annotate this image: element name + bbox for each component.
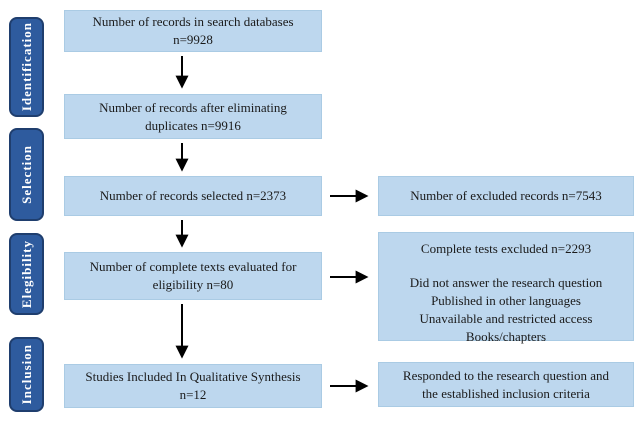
box-records-search-databases: Number of records in search databases n=… — [64, 10, 322, 52]
box-text-line: Books/chapters — [465, 329, 547, 344]
box-text-line: Complete tests excluded n=2293 — [420, 241, 592, 256]
box-text-line: eligibility n=80 — [152, 277, 234, 292]
box-records-selected: Number of records selected n=2373 — [64, 176, 322, 216]
box-text-line: Number of excluded records n=7543 — [410, 188, 602, 203]
stage-label-selection-text: Selection — [18, 145, 34, 204]
box-text-line: n=9928 — [173, 32, 213, 47]
stage-label-selection: Selection — [9, 128, 44, 221]
box-text-line: Did not answer the research question — [409, 275, 603, 290]
stage-label-elegibility: Elegibility — [9, 233, 44, 315]
box-text-line: Number of complete texts evaluated for — [89, 259, 297, 274]
stage-label-elegibility-text: Elegibility — [18, 239, 34, 309]
box-text-line: duplicates n=9916 — [145, 117, 241, 133]
box-studies-included: Studies Included In Qualitative Synthesi… — [64, 364, 322, 408]
stage-label-identification-text: Identification — [18, 22, 34, 112]
box-texts-evaluated: Number of complete texts evaluated for e… — [64, 252, 322, 300]
box-text-line: Unavailable and restricted access — [419, 311, 593, 326]
box-responded-criteria: Responded to the research question and t… — [378, 362, 634, 407]
stage-label-inclusion: Inclusion — [9, 337, 44, 412]
box-exclusion-reasons: Complete tests excluded n=2293 Did not a… — [378, 232, 634, 344]
box-text-line: Responded to the research question and — [402, 367, 610, 383]
stage-label-identification: Identification — [9, 17, 44, 117]
box-text-line: Number of records selected n=2373 — [99, 188, 287, 203]
box-text-line: Number of records after eliminating — [99, 99, 287, 115]
stage-label-inclusion-text: Inclusion — [18, 344, 34, 405]
box-text-line: Published in other languages — [431, 293, 581, 308]
box-text-line: n=12 — [179, 387, 207, 402]
box-text-line: Studies Included In Qualitative Synthesi… — [85, 369, 301, 384]
box-records-after-duplicates: Number of records after eliminating dupl… — [64, 94, 322, 139]
box-excluded-records: Number of excluded records n=7543 — [378, 176, 634, 216]
exclusion-reasons-list: Did not answer the research question Pub… — [410, 274, 602, 346]
box-text-line: the established inclusion criteria — [422, 385, 590, 401]
box-text-line: Number of records in search databases — [92, 14, 294, 29]
